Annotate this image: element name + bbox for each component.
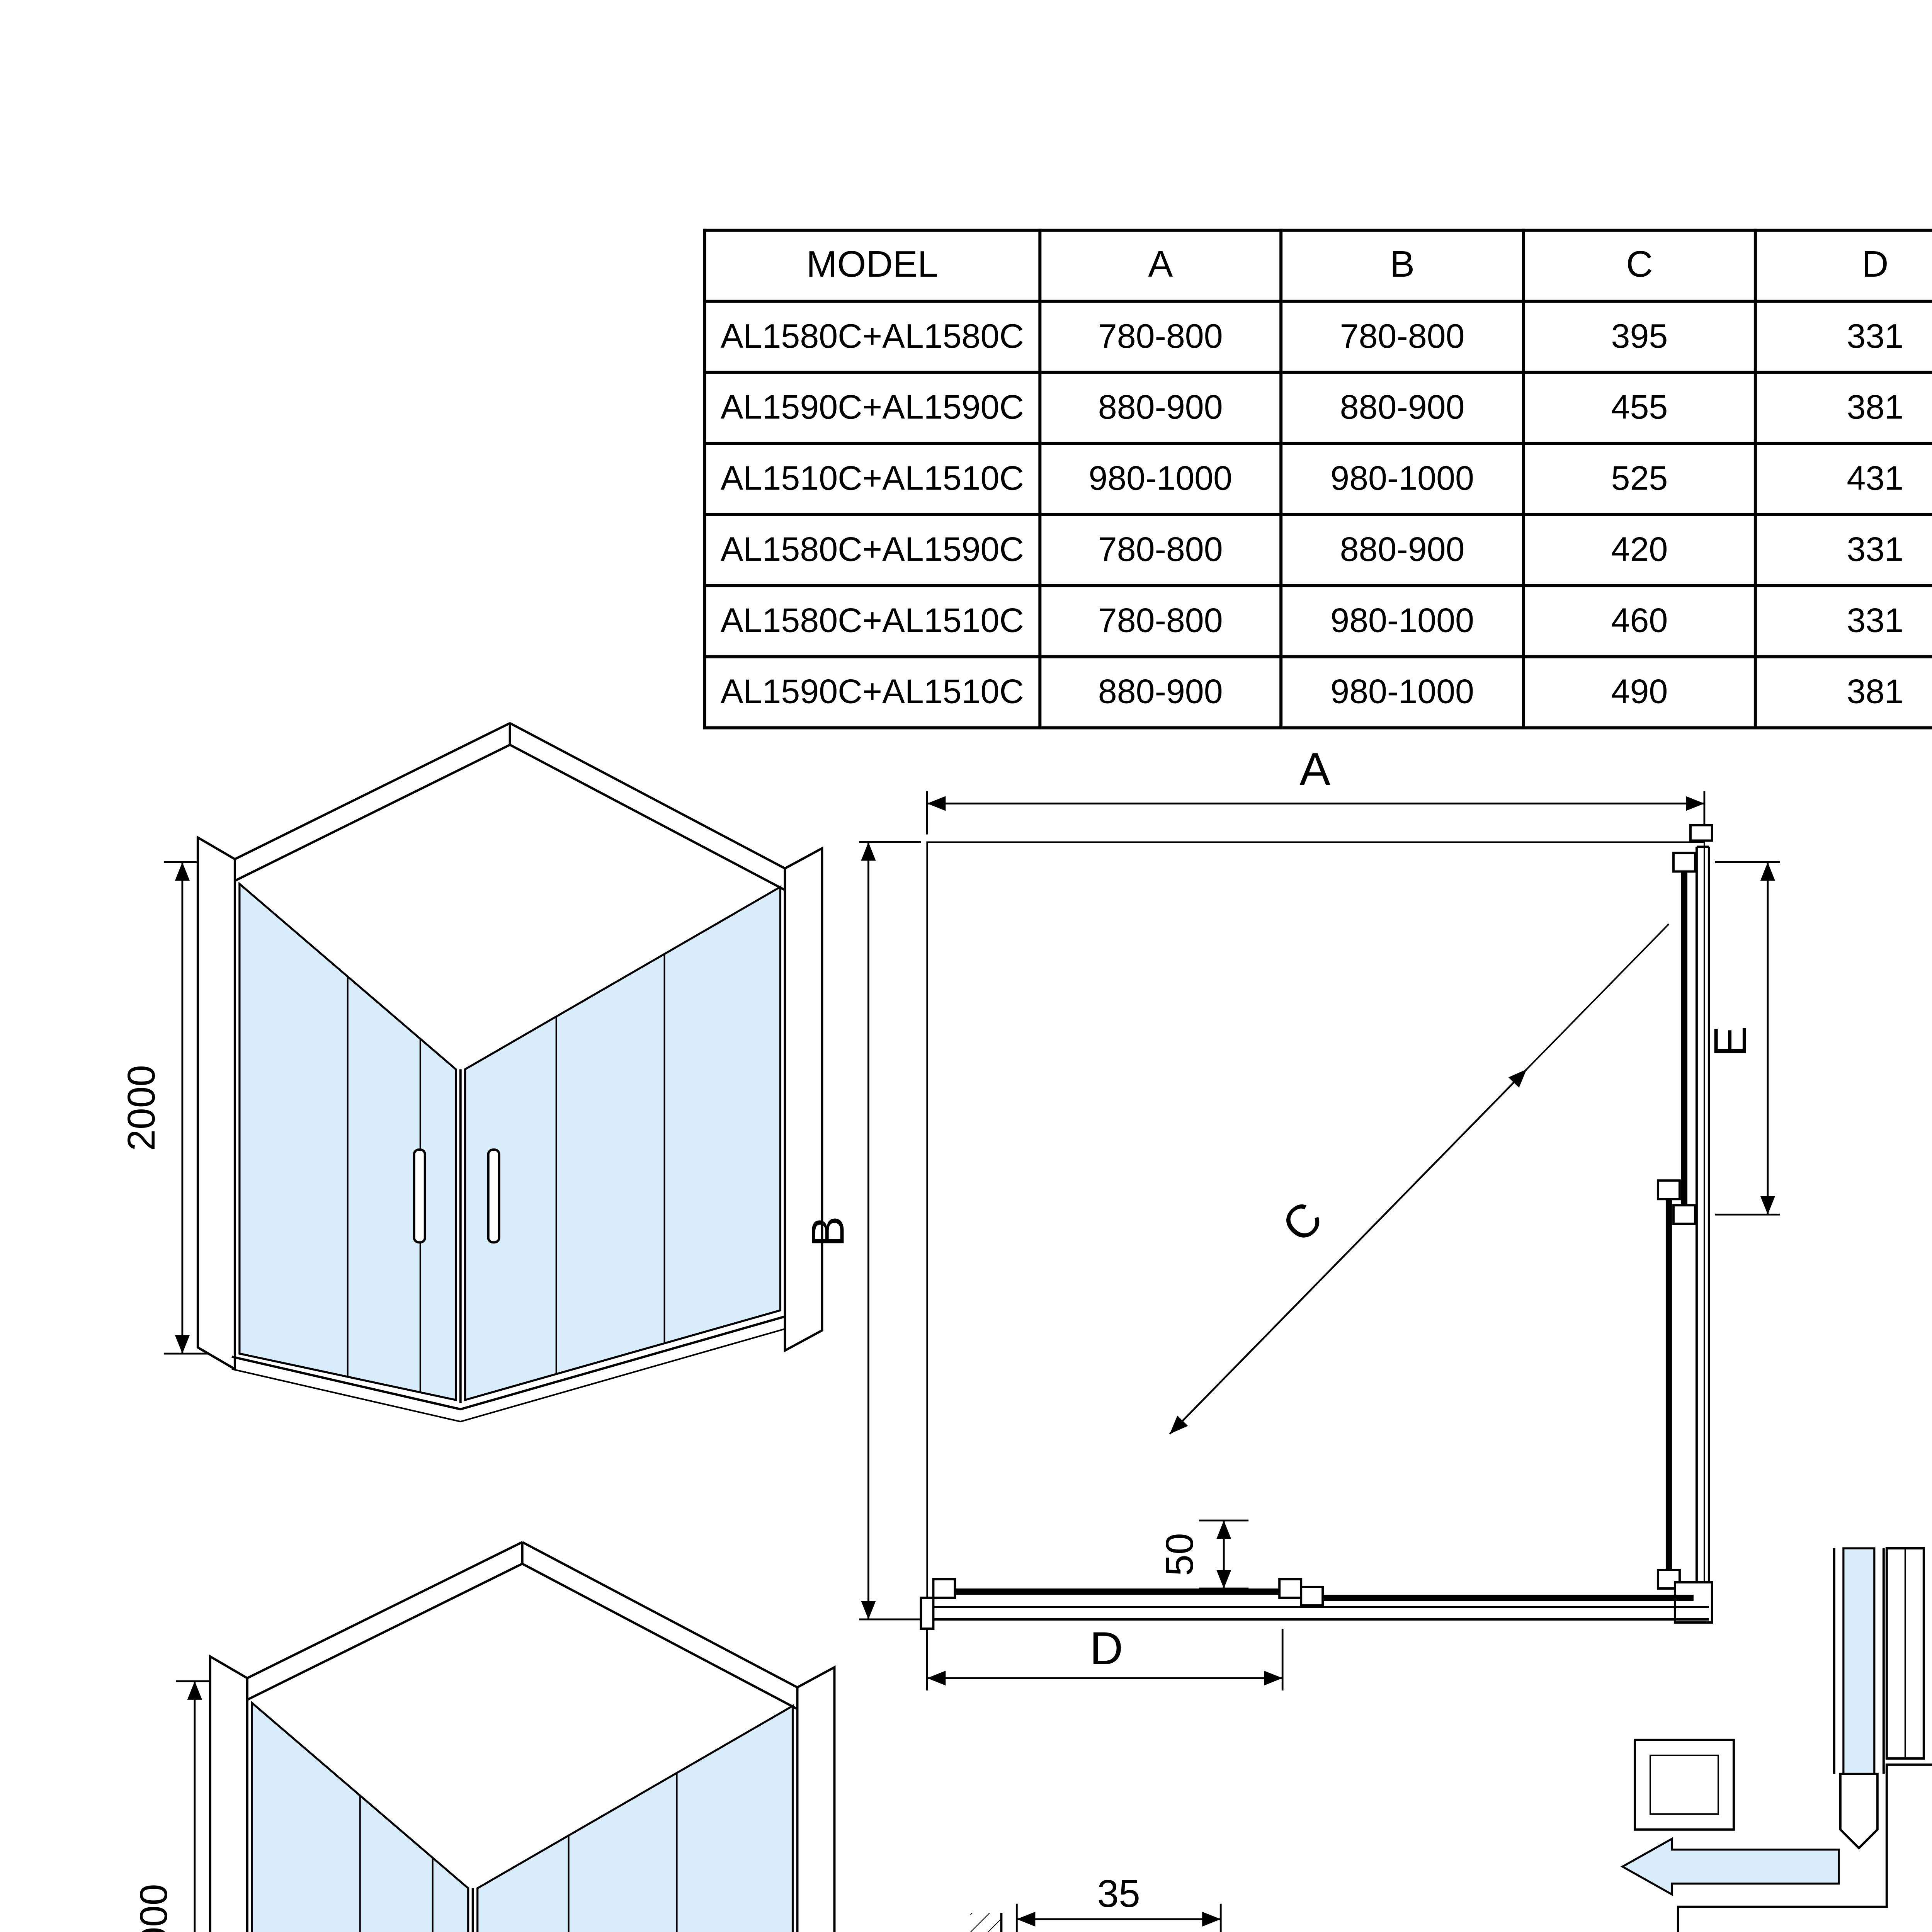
dim-35-top-label: 35: [1925, 1079, 1932, 1122]
plan-view: A B: [802, 743, 1780, 1690]
value-cell: 780-800: [1038, 299, 1283, 374]
value-cell: 381: [1753, 371, 1932, 445]
table-header-b: B: [1279, 228, 1526, 303]
table-row: AL1580C+AL1510C 780-800 980-1000 460 331…: [703, 584, 1932, 658]
table-row: AL1590C+AL1510C 880-900 980-1000 490 381…: [703, 655, 1932, 730]
value-cell: 420: [1522, 513, 1757, 587]
dim-a-label: A: [1299, 743, 1330, 795]
glass-horizontal-corner: [1620, 1837, 1840, 1896]
glass-panel-right: [464, 885, 782, 1401]
model-cell: AL1510C+AL1510C: [703, 442, 1042, 516]
right-wall-profile: [784, 846, 823, 1353]
detail-wall-profile-top: 18,2 35: [1925, 1079, 1932, 1122]
left-wall-profile: [196, 835, 236, 1371]
detail-corner-joint: [1620, 1547, 1932, 1932]
iso-view-bottom: [132, 1542, 835, 1932]
table-row: AL1590C+AL1590C 880-900 880-900 455 381 …: [703, 371, 1932, 445]
model-cell: AL1590C+AL1590C: [703, 371, 1042, 445]
iso-height-label: 2000: [120, 1065, 163, 1151]
rail-end-cap: [920, 1596, 935, 1630]
value-cell: 780-800: [1279, 299, 1526, 374]
table-header-model: MODEL: [703, 228, 1042, 303]
iso-view-top: 2000: [120, 722, 823, 1423]
table-header-c: C: [1522, 228, 1757, 303]
table-row: AL1510C+AL1510C 980-1000 980-1000 525 43…: [703, 442, 1932, 516]
value-cell: 331: [1753, 513, 1932, 587]
value-cell: 980-1000: [1279, 442, 1526, 516]
wall-hatch-bottom: [970, 1913, 1002, 1932]
table-header-row: MODEL A B C D E: [703, 228, 1932, 303]
magnet-seal: [1839, 1772, 1879, 1850]
value-cell: 780-800: [1038, 513, 1283, 587]
model-cell: AL1580C+AL1510C: [703, 584, 1042, 658]
model-cell: AL1580C+AL1580C: [703, 299, 1042, 374]
value-cell: 980-1000: [1279, 584, 1526, 658]
value-cell: 460: [1522, 584, 1757, 658]
value-cell: 980-1000: [1279, 655, 1526, 730]
model-cell: AL1590C+AL1510C: [703, 655, 1042, 730]
value-cell: 880-900: [1279, 371, 1526, 445]
detail-wall-profile-bottom: 35 0-20 8 18,2: [970, 1872, 1222, 1932]
table-header-a: A: [1038, 228, 1283, 303]
corner-bracket: [1677, 1763, 1932, 1932]
value-cell: 455: [1522, 371, 1757, 445]
table-row: AL1580C+AL1580C 780-800 780-800 395 331 …: [703, 299, 1932, 374]
table-row: AL1580C+AL1590C 780-800 880-900 420 331 …: [703, 513, 1932, 587]
value-cell: 381: [1753, 655, 1932, 730]
dim-50-label: 50: [1158, 1533, 1201, 1576]
value-cell: 880-900: [1038, 655, 1283, 730]
value-cell: 525: [1522, 442, 1757, 516]
dim-c-label: C: [1272, 1192, 1332, 1252]
value-cell: 780-800: [1038, 584, 1283, 658]
model-cell: AL1580C+AL1590C: [703, 513, 1042, 587]
value-cell: 395: [1522, 299, 1757, 374]
value-cell: 490: [1522, 655, 1757, 730]
dim-d-label: D: [1090, 1622, 1123, 1674]
dim-b-label: B: [802, 1216, 854, 1247]
glass-vertical-corner: [1842, 1547, 1876, 1775]
dimension-table: MODEL A B C D E AL1580C+AL1580C 780-800 …: [703, 228, 1932, 730]
door-handle-right: [487, 1148, 500, 1244]
value-cell: 980-1000: [1038, 442, 1283, 516]
value-cell: 431: [1753, 442, 1932, 516]
wall-bracket: [1689, 824, 1713, 842]
dim-e-label: E: [1704, 1026, 1756, 1057]
value-cell: 331: [1753, 299, 1932, 374]
value-cell: 880-900: [1279, 513, 1526, 587]
table-header-d: D: [1753, 228, 1932, 303]
corner-post: [1673, 1581, 1713, 1624]
dim-35-bottom-label: 35: [1097, 1872, 1140, 1915]
value-cell: 880-900: [1038, 371, 1283, 445]
value-cell: 331: [1753, 584, 1932, 658]
door-handle-left: [413, 1148, 426, 1244]
